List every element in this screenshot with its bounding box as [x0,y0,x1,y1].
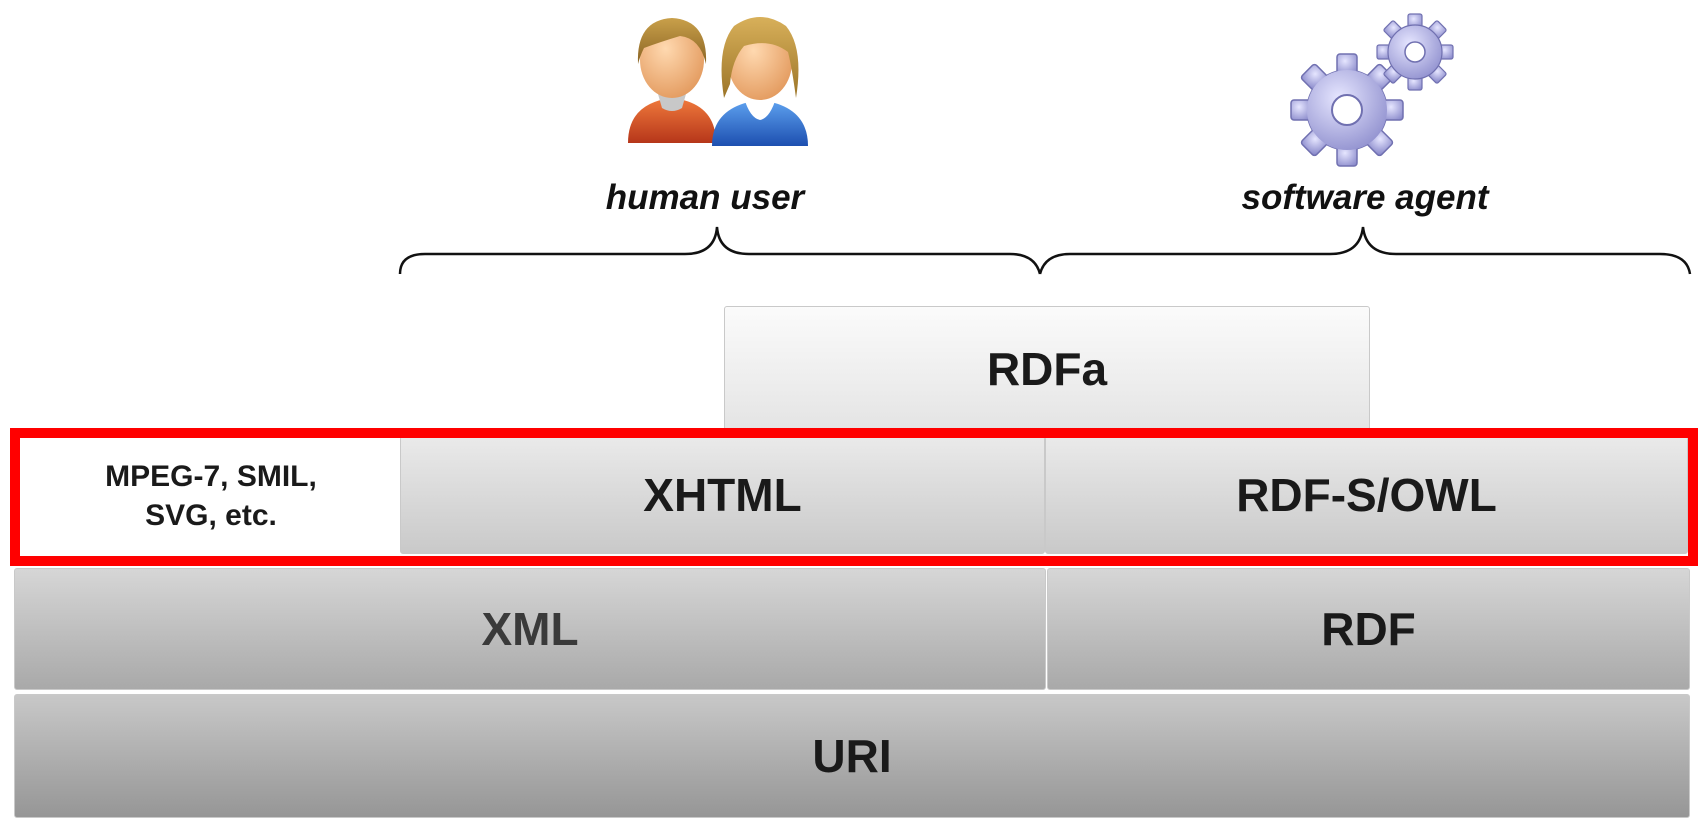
xml-label: XML [481,603,579,655]
xhtml-label: XHTML [643,469,802,521]
human-user-label: human user [605,178,805,217]
rdf-label: RDF [1321,603,1416,655]
people-icon [628,17,808,146]
audience-braces [398,226,1692,275]
xhtml-layer: XHTML [400,436,1045,554]
rdf-layer: RDF [1047,568,1690,690]
software-agent-label: software agent [1241,178,1489,217]
xml-layer: XML [14,568,1046,690]
uri-layer: URI [14,694,1690,818]
mpeg-label-line1: MPEG-7, SMIL, [105,460,317,493]
highlight-frame [10,428,1698,566]
uri-label: URI [812,730,892,782]
mpeg-label-line2: SVG, etc. [145,499,277,532]
rdfa-layer: RDFa [724,306,1370,432]
gears-icon [1290,13,1454,167]
rdfs-owl-layer: RDF-S/OWL [1045,436,1688,554]
rdfa-label: RDFa [986,343,1108,395]
human-user-brace [398,226,1042,275]
software-agent-brace [1038,226,1692,275]
rdfs-owl-label: RDF-S/OWL [1236,469,1497,521]
mpeg-smil-svg-layer: MPEG-7, SMIL, SVG, etc. [22,438,400,554]
